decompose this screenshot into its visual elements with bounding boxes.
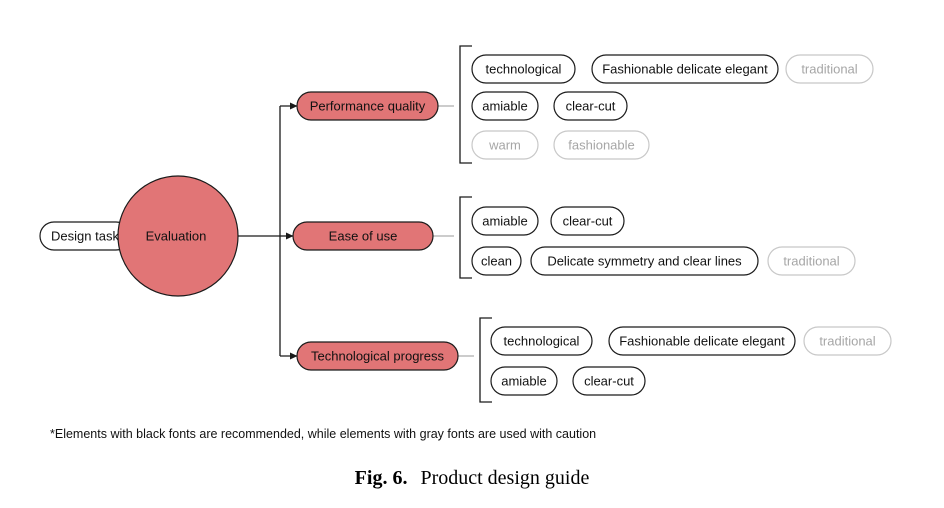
tag-pill: technological [490, 326, 593, 356]
footnote: *Elements with black fonts are recommend… [50, 427, 596, 441]
category-label: Performance quality [310, 99, 426, 114]
tag-label: amiable [482, 99, 528, 114]
tag-pill: clear-cut [553, 91, 628, 121]
tag-pill-caution: warm [471, 130, 539, 160]
bracket-performance-quality [459, 45, 472, 164]
tag-label: technological [486, 62, 562, 77]
category-performance-quality: Performance quality [296, 91, 439, 121]
tag-pill: technological [471, 54, 576, 84]
tag-pill: amiable [471, 91, 539, 121]
tags-ease-of-use: amiable clear-cut clean Delicate symmetr… [471, 206, 856, 276]
tag-label: Fashionable delicate elegant [619, 334, 785, 349]
group-brackets [459, 45, 492, 403]
tag-label: traditional [819, 334, 875, 349]
tag-pill: Fashionable delicate elegant [608, 326, 796, 356]
figure-caption-text: Product design guide [420, 467, 589, 489]
category-pill [296, 91, 439, 121]
category-label: Technological progress [311, 349, 444, 364]
tag-label: warm [488, 138, 521, 153]
tag-label: amiable [501, 374, 547, 389]
tag-pill: amiable [471, 206, 539, 236]
tag-label: Fashionable delicate elegant [602, 62, 768, 77]
tag-label: clean [481, 254, 512, 269]
tag-label: traditional [783, 254, 839, 269]
design-task-label: Design task [51, 229, 119, 244]
tag-pill-caution: traditional [785, 54, 874, 84]
tag-pill-caution: traditional [767, 246, 856, 276]
tag-label: amiable [482, 214, 528, 229]
tag-pill: amiable [490, 366, 558, 396]
tag-label: clear-cut [563, 214, 613, 229]
category-pill [292, 221, 434, 251]
tag-label: technological [504, 334, 580, 349]
category-pill [296, 341, 459, 371]
category-technological-progress: Technological progress [296, 341, 459, 371]
tag-pill: clear-cut [572, 366, 646, 396]
figure-caption: Fig. 6. Product design guide [355, 467, 590, 489]
tag-label: clear-cut [566, 99, 616, 114]
tag-label: fashionable [568, 138, 635, 153]
tag-pill-caution: traditional [803, 326, 892, 356]
tag-pill: Fashionable delicate elegant [591, 54, 779, 84]
tag-pill: clear-cut [550, 206, 625, 236]
category-label: Ease of use [329, 229, 398, 244]
bracket-ease-of-use [459, 196, 472, 279]
figure-caption-label: Fig. 6. [355, 467, 408, 489]
tag-pill-caution: fashionable [553, 130, 650, 160]
tag-label: traditional [801, 62, 857, 77]
tag-label: clear-cut [584, 374, 634, 389]
category-ease-of-use: Ease of use [292, 221, 434, 251]
bracket-technological-progress [479, 317, 492, 403]
tag-pill: Delicate symmetry and clear lines [530, 246, 759, 276]
tag-pill: clean [471, 246, 522, 276]
tags-performance-quality: technological Fashionable delicate elega… [471, 54, 874, 160]
evaluation-node [117, 175, 239, 297]
evaluation-label: Evaluation [146, 229, 207, 244]
tag-label: Delicate symmetry and clear lines [547, 254, 742, 269]
tags-technological-progress: technological Fashionable delicate elega… [490, 326, 892, 396]
